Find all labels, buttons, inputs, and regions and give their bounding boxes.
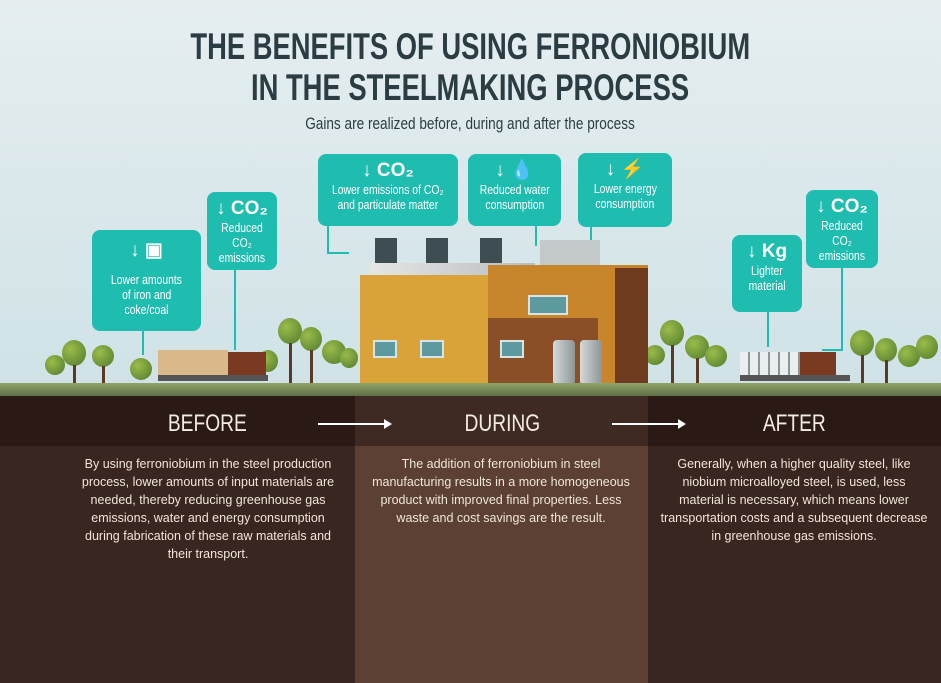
callout-text: Reduced CO₂ xyxy=(221,220,263,250)
arrow-right-icon xyxy=(612,419,686,429)
callout-lighter: ↓ Kg Lighter material xyxy=(732,235,802,312)
connector-line xyxy=(822,349,843,351)
callout-text: emissions xyxy=(818,248,866,263)
callout-text: material xyxy=(748,278,786,293)
title-line-1: THE BENEFITS OF USING FERRONIOBIUM xyxy=(190,26,751,67)
callout-text: consumption xyxy=(595,196,655,211)
callout-text: emissions xyxy=(218,250,266,265)
arrow-right-icon xyxy=(318,419,392,429)
page-title: THE BENEFITS OF USING FERRONIOBIUM IN TH… xyxy=(0,26,941,108)
arrow-down-co2-icon: ↓ CO₂ xyxy=(216,198,268,219)
arrow-down-water-drop-icon: ↓ 💧 xyxy=(495,160,534,181)
arrow-down-crate-icon: ↓ ▣ xyxy=(130,240,163,261)
callout-text: consumption xyxy=(485,197,544,212)
stage-before-label: BEFORE xyxy=(87,410,327,438)
callout-text: Lower emissions of CO₂ xyxy=(332,182,444,197)
stage-after-description: Generally, when a higher quality steel, … xyxy=(660,457,928,543)
callout-text: Lower energy xyxy=(593,181,657,196)
stage-during-label: DURING xyxy=(382,410,622,438)
connector-line xyxy=(767,312,769,347)
callout-co2-before: ↓ CO₂ Reduced CO₂ emissions xyxy=(207,192,277,270)
callout-water: ↓ 💧 Reduced water consumption xyxy=(468,154,561,226)
connector-line xyxy=(142,330,144,355)
connector-line xyxy=(327,252,349,254)
subtitle-text: Gains are realized before, during and af… xyxy=(305,114,636,133)
callout-text: Reduced CO₂ xyxy=(821,218,863,248)
callout-text: Lighter xyxy=(751,263,783,278)
arrow-down-kg-icon: ↓ Kg xyxy=(746,241,788,262)
callout-text: and particulate matter xyxy=(337,197,439,212)
during-header xyxy=(355,396,648,446)
stage-label: BEFORE xyxy=(167,410,247,437)
stage-during-description: The addition of ferroniobium in steel ma… xyxy=(372,457,630,525)
stage-after-label: AFTER xyxy=(674,410,914,438)
connector-line xyxy=(841,268,843,351)
callout-text: coke/coal xyxy=(124,302,169,317)
connector-line xyxy=(234,270,236,350)
connector-line xyxy=(327,225,329,254)
title-line-2: IN THE STEELMAKING PROCESS xyxy=(251,67,690,108)
callout-text: Lower amounts xyxy=(110,272,183,287)
callout-text: of iron and xyxy=(121,287,172,302)
stage-label: AFTER xyxy=(762,410,826,437)
callout-co2-after: ↓ CO₂ Reduced CO₂ emissions xyxy=(806,190,878,268)
arrow-down-lightning-icon: ↓ ⚡ xyxy=(605,159,645,180)
callout-text: Reduced water xyxy=(479,182,550,197)
connector-line xyxy=(535,226,537,246)
arrow-down-co2-icon: ↓ CO₂ xyxy=(816,196,868,217)
subtitle: Gains are realized before, during and af… xyxy=(0,114,941,134)
stage-label: DURING xyxy=(464,410,540,437)
stage-before-description: By using ferroniobium in the steel produ… xyxy=(81,457,335,561)
callout-energy: ↓ ⚡ Lower energy consumption xyxy=(578,153,672,227)
arrow-down-co2-icon: ↓ CO₂ xyxy=(362,160,414,181)
callout-co2-during: ↓ CO₂ Lower emissions of CO₂ and particu… xyxy=(318,154,458,226)
grass-strip xyxy=(0,383,941,396)
callout-raw-materials: ↓ ▣ Lower amounts of iron and coke/coal xyxy=(92,230,201,331)
